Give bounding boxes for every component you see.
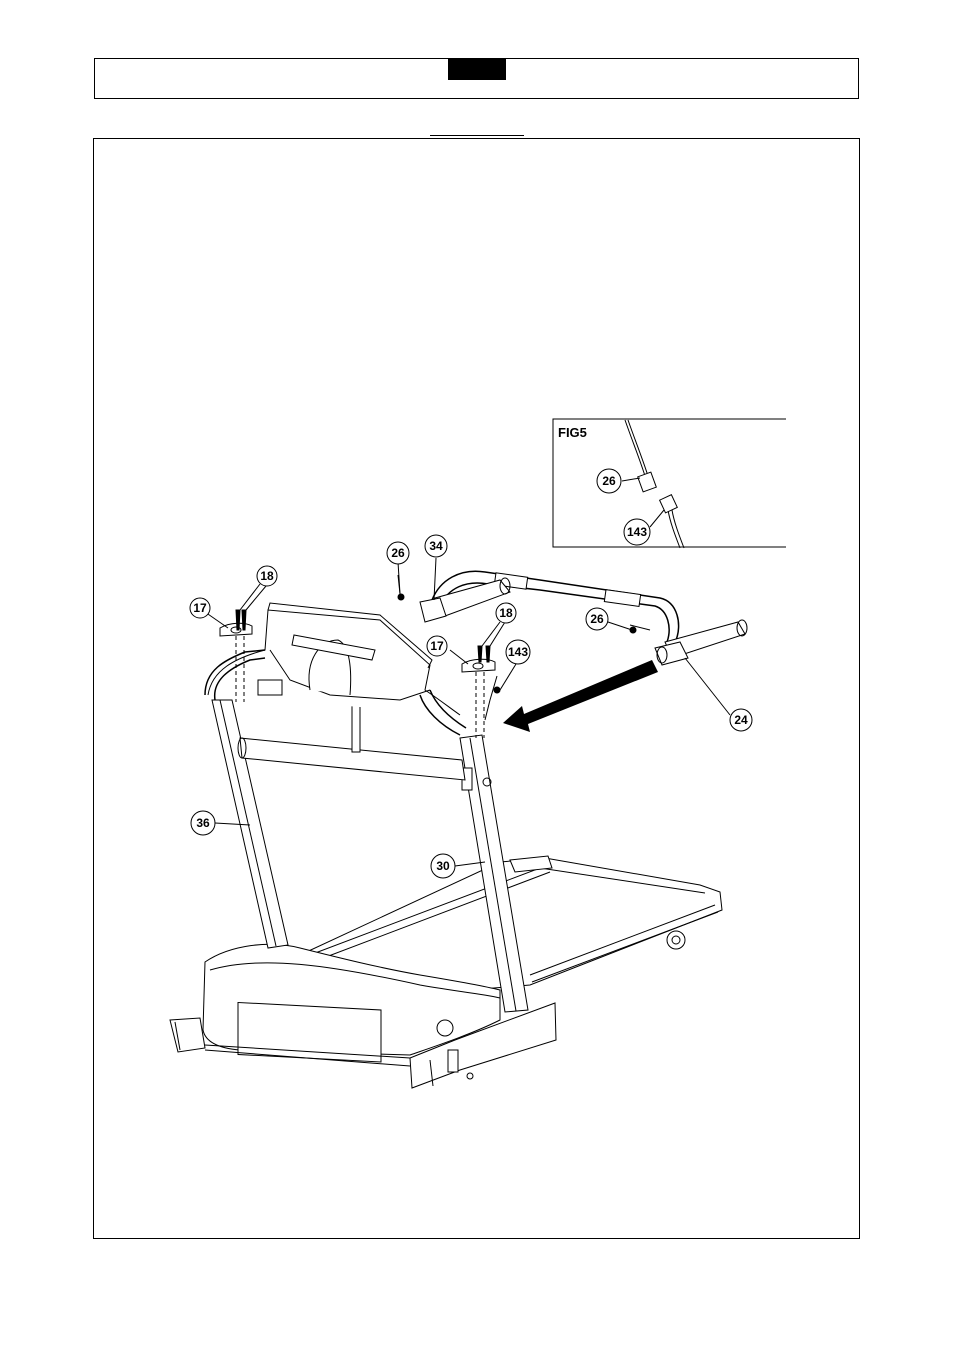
callout-18-b: 18 — [496, 603, 516, 623]
callout-30: 30 — [431, 854, 455, 878]
callout-36-text: 36 — [196, 816, 210, 830]
fig5-callout-143: 143 — [627, 525, 647, 539]
callout-34: 34 — [425, 535, 447, 557]
fig5-label: FIG5 — [558, 425, 587, 440]
callout-24: 24 — [730, 709, 752, 731]
callout-18-a-text: 18 — [260, 569, 274, 583]
callouts: 26 34 18 17 18 17 143 26 — [190, 535, 752, 878]
crossbar — [238, 705, 465, 780]
handlebar — [420, 571, 747, 665]
treadmill-illustration — [170, 558, 747, 1088]
callout-26-a-text: 26 — [391, 546, 405, 560]
direction-arrow — [503, 660, 658, 732]
left-upright — [212, 700, 288, 948]
callout-34-text: 34 — [429, 539, 443, 553]
callout-26-a: 26 — [387, 542, 409, 564]
callout-17-a: 17 — [190, 598, 210, 618]
callout-17-b: 17 — [427, 636, 447, 656]
callout-143-text: 143 — [508, 645, 528, 659]
callout-36: 36 — [191, 811, 215, 835]
callout-17-a-text: 17 — [193, 601, 207, 615]
callout-18-a: 18 — [257, 566, 277, 586]
callout-26-b-text: 26 — [590, 612, 604, 626]
callout-17-b-text: 17 — [430, 639, 444, 653]
callout-26-b: 26 — [586, 608, 608, 630]
fig5-callout-26: 26 — [602, 474, 616, 488]
callout-24-text: 24 — [734, 713, 748, 727]
fig5-inset: FIG5 26 143 — [553, 419, 786, 548]
callout-30-text: 30 — [436, 859, 450, 873]
callout-143: 143 — [506, 640, 530, 664]
callout-18-b-text: 18 — [499, 606, 513, 620]
